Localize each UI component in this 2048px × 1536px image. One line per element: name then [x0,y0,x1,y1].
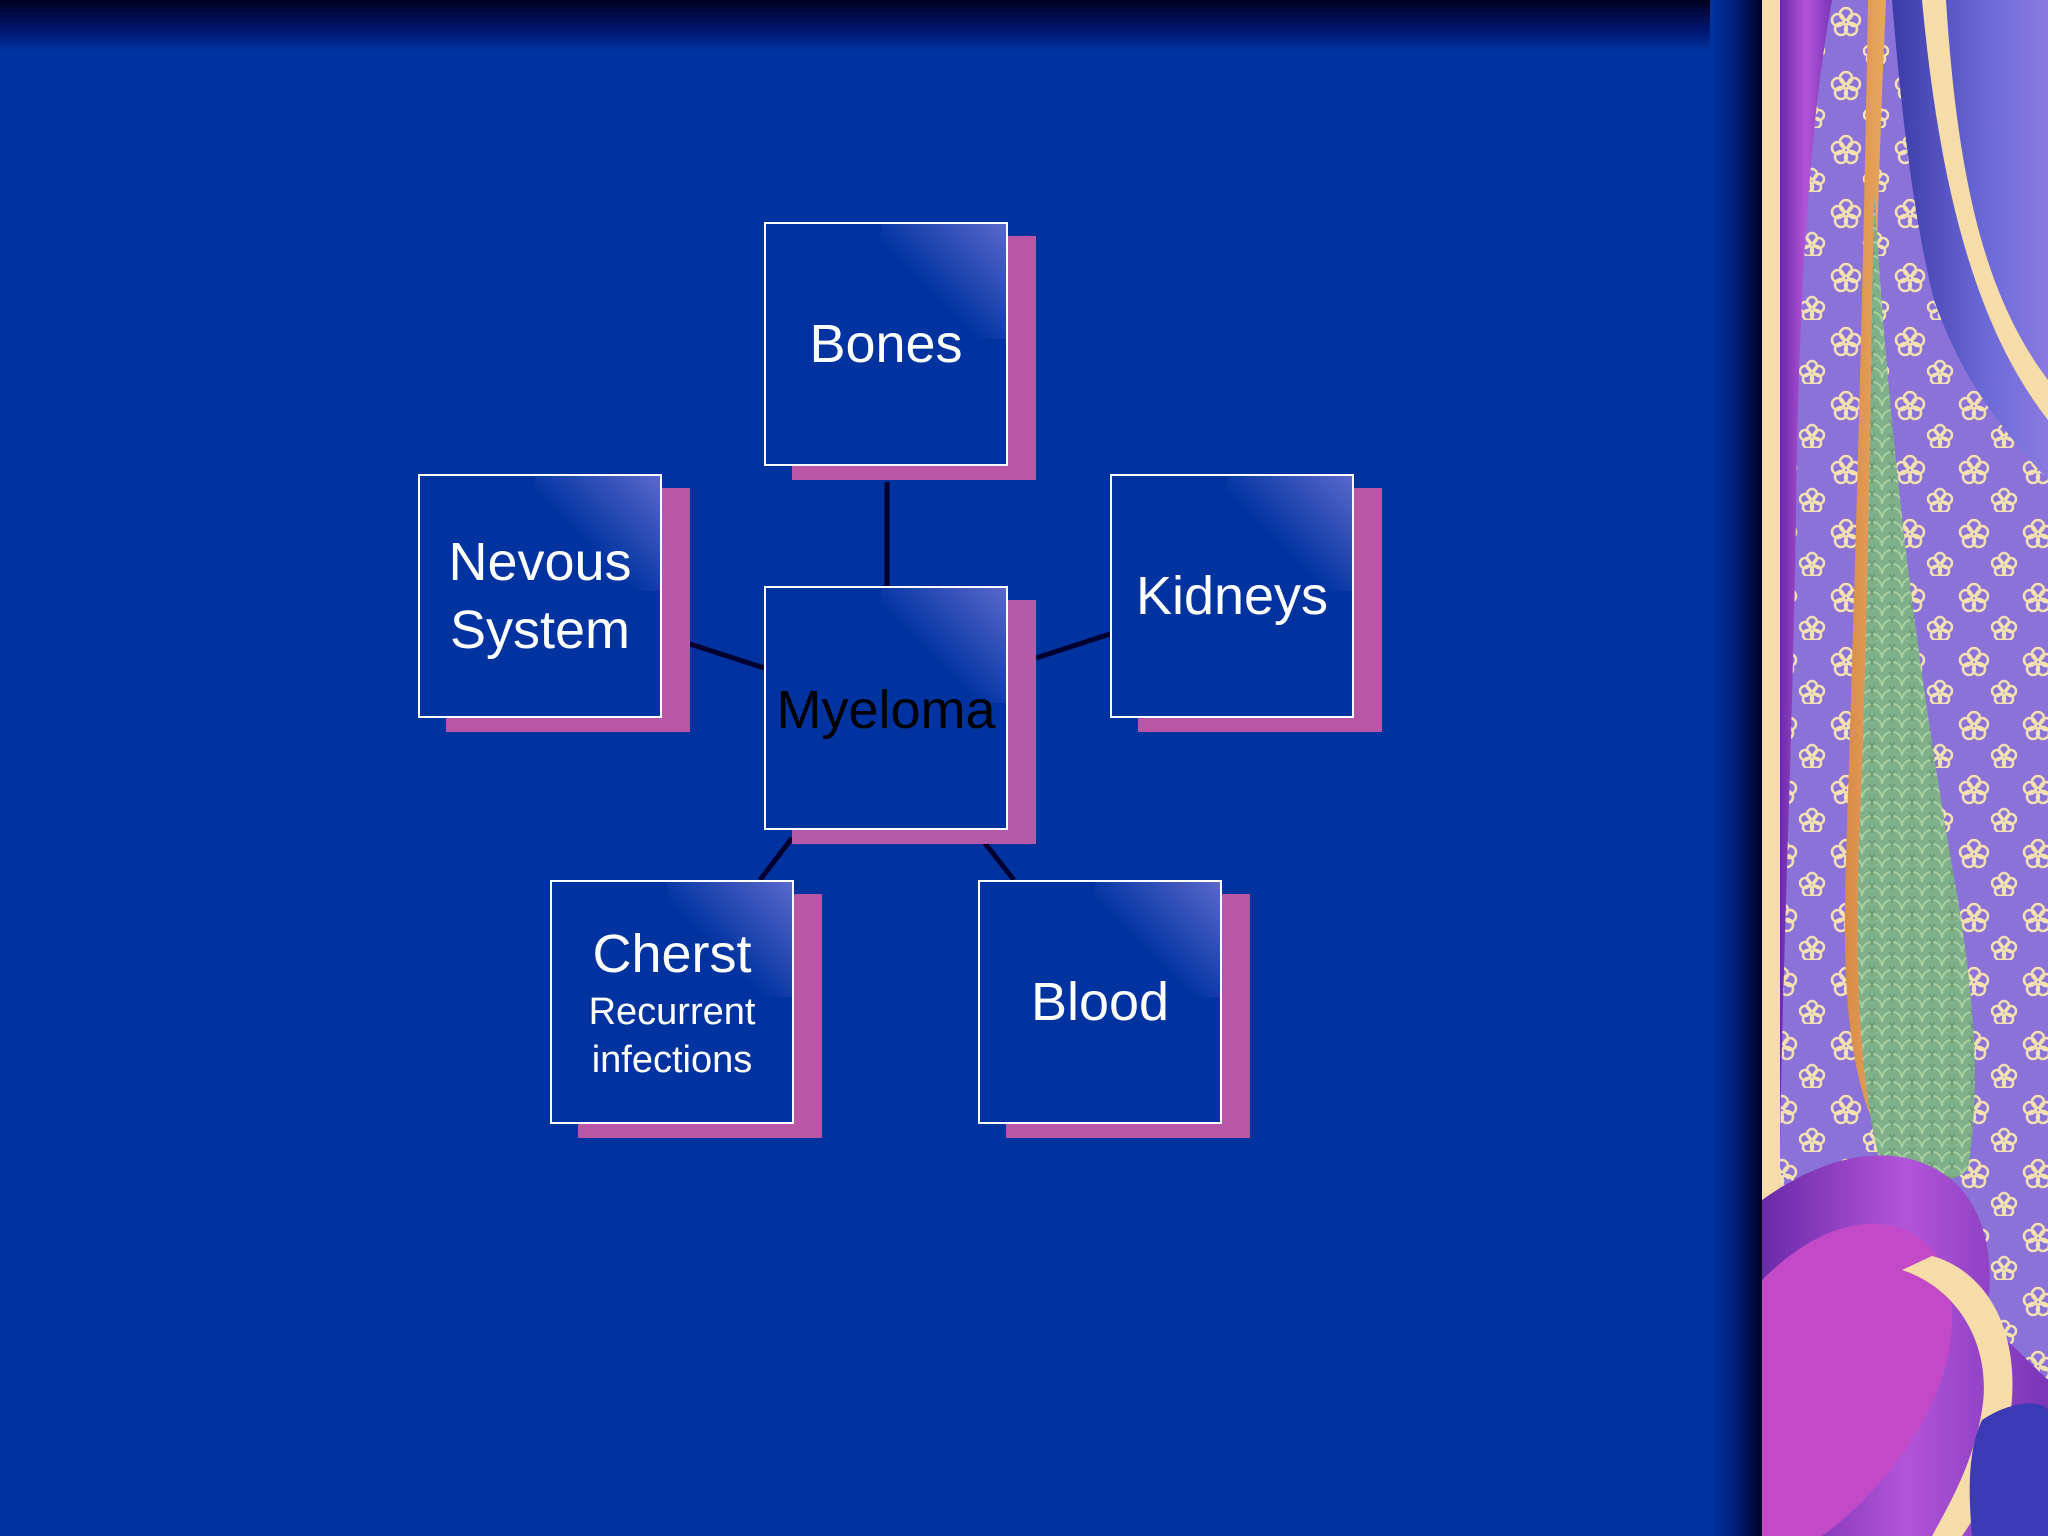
node-gloss [881,588,1006,703]
nervous-system-label-line-2: System [449,600,631,660]
nervous-system-label-line-1: Nevous [448,532,632,592]
decorative-border-panel [1762,0,2048,1536]
right-edge-shade [1710,0,1762,1536]
chest-subtitle-line-1: Recurrent [588,991,756,1033]
node-gloss [667,882,792,997]
node-gloss [881,224,1006,339]
blood-label: Blood [1030,972,1170,1032]
connector-kidneys [1035,631,1111,661]
node-gloss [1095,882,1220,997]
top-edge-shade [0,0,1762,52]
connector-blood [982,840,1016,882]
connector-nervous-system [689,641,765,671]
kidneys-node: Kidneys [1110,474,1354,718]
slide-background: Bones Nevous System Kidneys Myeloma Cher… [0,0,1762,1536]
blood-node: Blood [978,880,1222,1124]
chest-title: Cherst [592,924,752,984]
kidneys-label: Kidneys [1135,566,1329,626]
node-gloss [535,476,660,591]
connector-chest [758,836,794,882]
bones-node: Bones [764,222,1008,466]
nervous-system-node: Nevous System [418,474,662,718]
myeloma-label: Myeloma [776,680,996,740]
chest-node: Cherst Recurrent infections [550,880,794,1124]
decorative-border-art [1762,0,2048,1536]
bones-label: Bones [809,314,963,374]
node-gloss [1227,476,1352,591]
chest-subtitle-line-2: infections [591,1039,753,1081]
myeloma-node: Myeloma [764,586,1008,830]
connector-lines [689,482,1111,882]
